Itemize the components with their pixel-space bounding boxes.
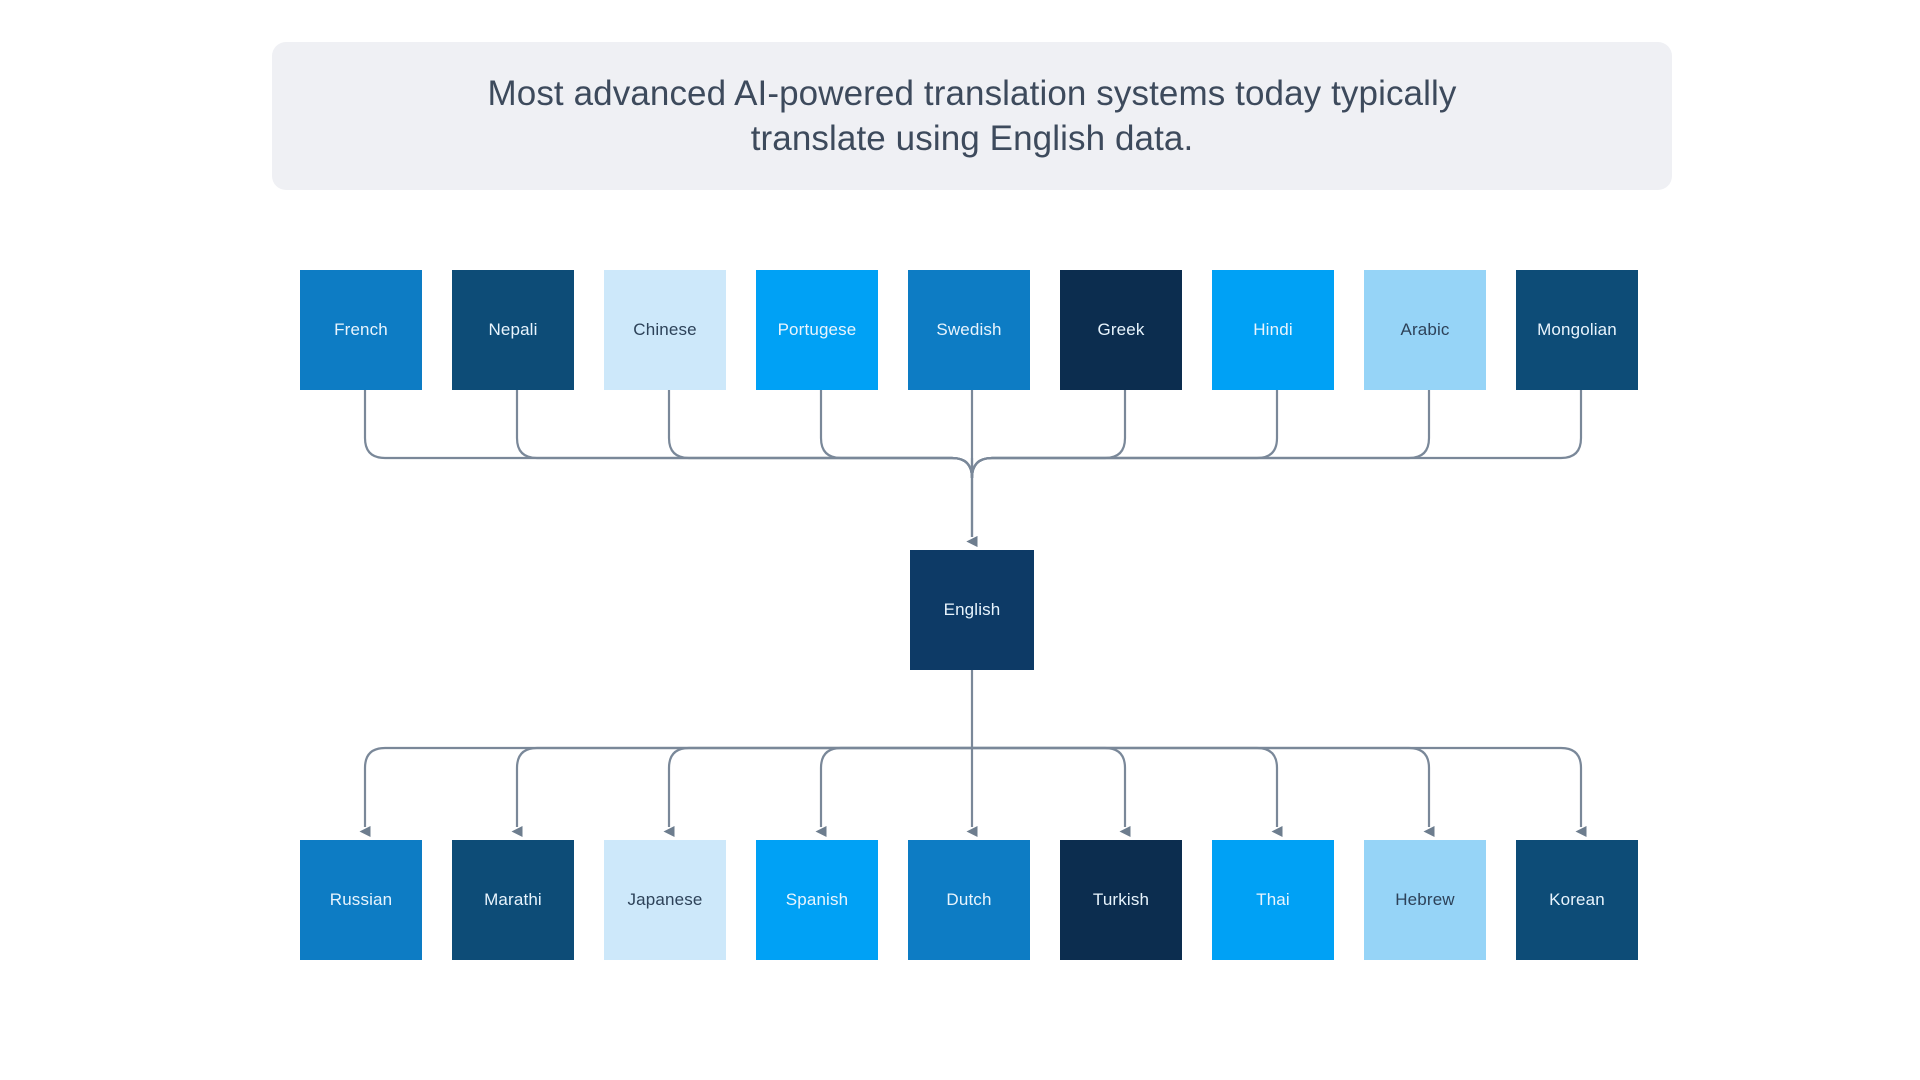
target-box-korean[interactable]: Korean	[1516, 840, 1638, 960]
source-box-arabic[interactable]: Arabic	[1364, 270, 1486, 390]
source-box-nepali[interactable]: Nepali	[452, 270, 574, 390]
diverge-path-japanese	[663, 746, 972, 837]
language-label: Chinese	[633, 320, 697, 339]
converge-path-chinese	[667, 390, 974, 479]
target-box-russian[interactable]: Russian	[300, 840, 422, 960]
diverge-path-marathi	[511, 746, 972, 837]
source-box-hindi[interactable]: Hindi	[1212, 270, 1334, 390]
target-box-marathi[interactable]: Marathi	[452, 840, 574, 960]
language-label: Thai	[1256, 890, 1290, 909]
target-box-dutch[interactable]: Dutch	[908, 840, 1030, 960]
title-card: Most advanced AI-powered translation sys…	[272, 42, 1672, 190]
target-box-spanish[interactable]: Spanish	[756, 840, 878, 960]
diverge-path-turkish	[972, 746, 1131, 837]
converge-path-arabic	[970, 390, 1431, 479]
converge-path-nepali	[515, 390, 974, 479]
language-label: Portugese	[777, 320, 857, 339]
converge-path-hindi	[970, 390, 1279, 479]
language-label: Spanish	[785, 890, 849, 909]
page-title: Most advanced AI-powered translation sys…	[488, 71, 1457, 162]
hub-label: English	[943, 600, 1001, 619]
converge-path-greek	[970, 390, 1127, 479]
language-label: Korean	[1549, 890, 1605, 909]
language-label: Mongolian	[1537, 320, 1617, 339]
language-label: Hindi	[1253, 320, 1293, 339]
source-box-swedish[interactable]: Swedish	[908, 270, 1030, 390]
diverge-path-thai	[972, 746, 1283, 837]
source-box-mongolian[interactable]: Mongolian	[1516, 270, 1638, 390]
converge-paths	[363, 390, 1583, 547]
converge-path-french	[363, 390, 974, 479]
language-label: Turkish	[1092, 890, 1150, 909]
language-label: Russian	[329, 890, 393, 909]
language-label: Swedish	[936, 320, 1002, 339]
target-box-turkish[interactable]: Turkish	[1060, 840, 1182, 960]
hub-box-english[interactable]: English	[910, 550, 1034, 670]
converge-path-portugese	[819, 390, 974, 479]
target-box-thai[interactable]: Thai	[1212, 840, 1334, 960]
language-label: Greek	[1097, 320, 1145, 339]
diverge-path-russian	[359, 746, 972, 837]
language-label: French	[334, 320, 388, 339]
language-label: Japanese	[627, 890, 703, 909]
diverge-paths	[359, 670, 1587, 837]
source-box-greek[interactable]: Greek	[1060, 270, 1182, 390]
title-line-2: translate using English data.	[750, 119, 1194, 158]
language-label: Nepali	[488, 320, 538, 339]
source-box-french[interactable]: French	[300, 270, 422, 390]
target-box-japanese[interactable]: Japanese	[604, 840, 726, 960]
diverge-path-korean	[972, 746, 1587, 837]
source-box-portugese[interactable]: Portugese	[756, 270, 878, 390]
diverge-path-hebrew	[972, 746, 1435, 837]
converge-path-mongolian	[970, 390, 1583, 479]
language-label: Arabic	[1400, 320, 1450, 339]
language-label: Marathi	[484, 890, 542, 909]
diverge-path-spanish	[815, 746, 972, 837]
title-line-1: Most advanced AI-powered translation sys…	[487, 73, 1457, 113]
language-label: Dutch	[946, 890, 992, 909]
language-label: Hebrew	[1395, 890, 1455, 909]
source-box-chinese[interactable]: Chinese	[604, 270, 726, 390]
target-box-hebrew[interactable]: Hebrew	[1364, 840, 1486, 960]
